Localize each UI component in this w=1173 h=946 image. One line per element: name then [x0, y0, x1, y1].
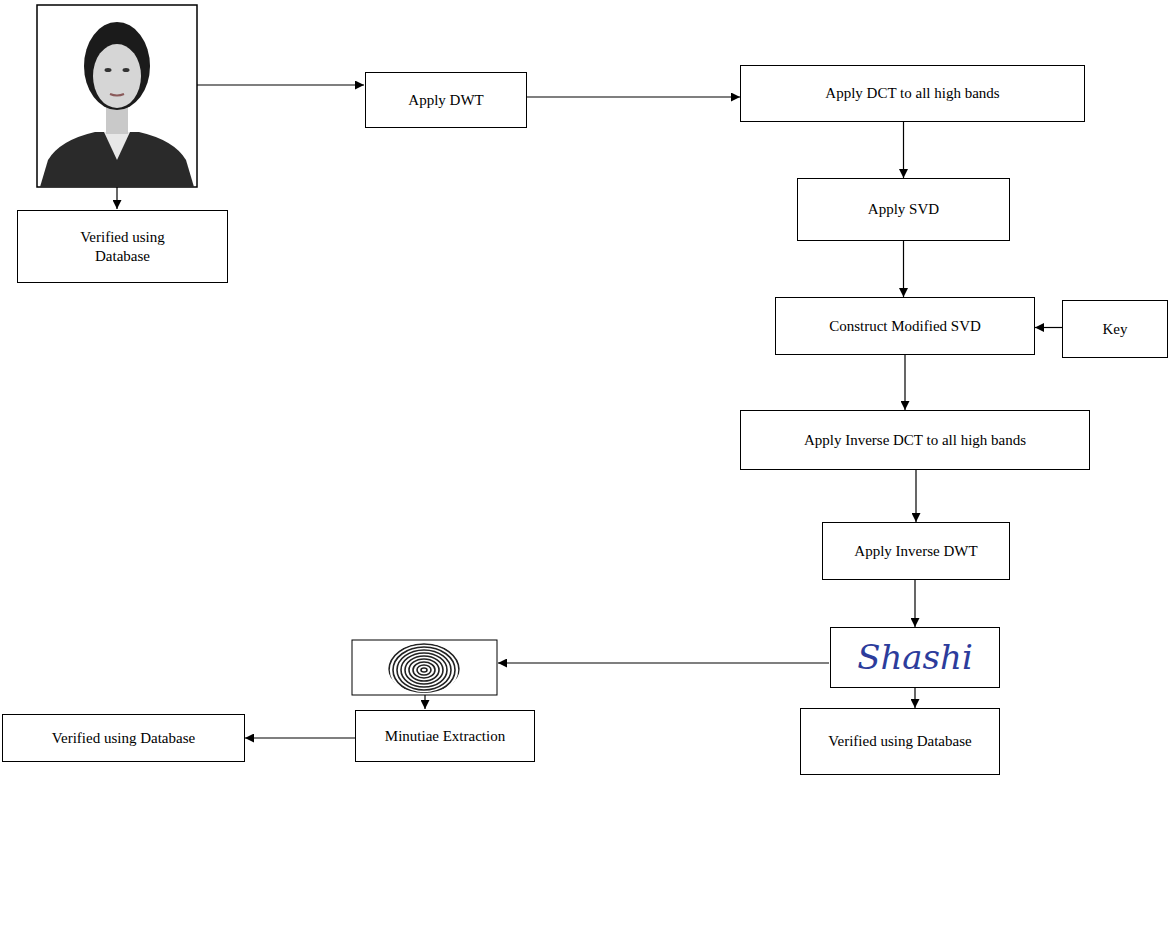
photo-frame	[37, 5, 197, 187]
photo-hair	[84, 22, 150, 110]
flow-arrow	[527, 96, 740, 97]
flow-arrow	[915, 470, 916, 522]
verify-box: Verified using Database	[17, 210, 228, 283]
signature-box: Shashi	[830, 627, 1000, 688]
process-box: Apply Inverse DCT to all high bands	[740, 410, 1090, 470]
ridge	[405, 656, 443, 684]
box-label: Apply DWT	[408, 91, 483, 110]
box-label: Verified using Database	[58, 228, 188, 266]
box-label: Verified using Database	[828, 732, 971, 751]
box-label: Construct Modified SVD	[829, 317, 981, 336]
photo-face	[93, 44, 141, 108]
ridge	[409, 659, 439, 681]
box-label: Apply SVD	[868, 200, 939, 219]
verify-box: Verified using Database	[800, 708, 1000, 775]
fingerprint-arrow	[424, 695, 425, 709]
flow-arrow	[904, 355, 905, 410]
key-box: Key	[1062, 300, 1168, 358]
flow-arrow	[1035, 327, 1062, 328]
ridge	[385, 641, 463, 699]
ridge	[401, 653, 447, 687]
box-label: Apply DCT to all high bands	[825, 84, 999, 103]
ridge	[389, 644, 459, 696]
box-label: Verified using Database	[52, 729, 195, 748]
fingerprint-frame	[352, 640, 497, 695]
photo-arrow	[116, 187, 117, 209]
verify-box: Verified using Database	[2, 714, 245, 762]
photo-arrow	[197, 84, 364, 85]
face-photo	[37, 5, 197, 187]
photo-shoulders	[40, 132, 194, 187]
process-box: Apply Inverse DWT	[822, 522, 1010, 580]
photo-collar	[104, 132, 130, 160]
flow-arrow	[914, 580, 915, 627]
fingerprint-ridges	[385, 641, 463, 699]
flow-arrow	[903, 241, 904, 297]
image-arrows	[117, 85, 829, 709]
process-box: Construct Modified SVD	[775, 297, 1035, 355]
ridge	[413, 662, 435, 678]
photo-eye	[105, 68, 112, 72]
process-box: Apply DCT to all high bands	[740, 65, 1085, 122]
box-label: Minutiae Extraction	[385, 727, 505, 746]
flow-arrow	[245, 737, 355, 738]
box-label: Key	[1103, 320, 1128, 339]
box-label: Apply Inverse DWT	[854, 542, 977, 561]
ridge	[421, 668, 427, 672]
signature-arrow	[498, 662, 829, 663]
ridge	[397, 650, 451, 690]
signature-text: Shashi	[857, 639, 973, 676]
process-box: Minutiae Extraction	[355, 710, 535, 762]
fingerprint-image	[352, 640, 497, 699]
process-box: Apply SVD	[797, 178, 1010, 241]
ridge	[417, 665, 431, 675]
ridge	[393, 647, 455, 693]
process-box: Apply DWT	[365, 72, 527, 128]
flow-arrow	[914, 688, 915, 708]
photo-mouth	[110, 94, 124, 96]
box-label: Apply Inverse DCT to all high bands	[804, 431, 1026, 450]
photo-eye	[123, 68, 130, 72]
flow-arrow	[903, 122, 904, 178]
